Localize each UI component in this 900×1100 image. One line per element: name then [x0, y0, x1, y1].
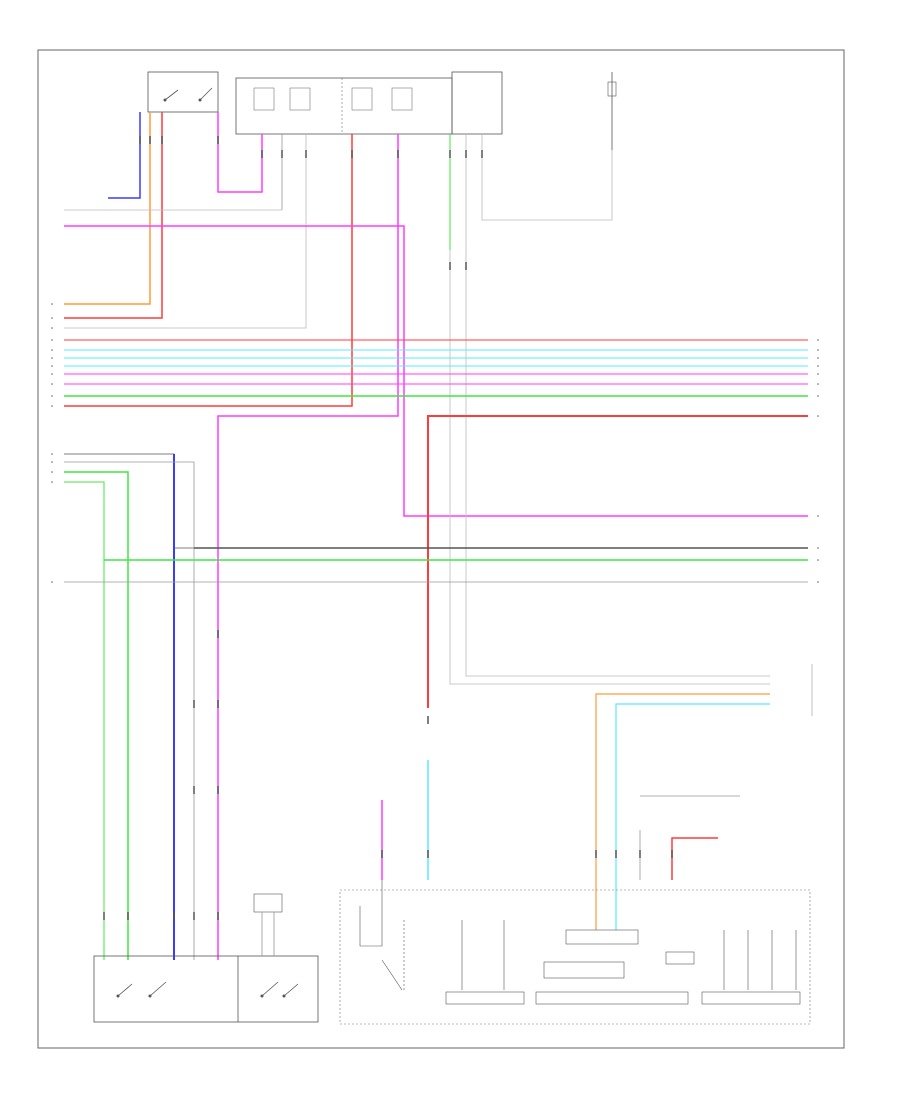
- wire-red-short: [671, 837, 718, 880]
- wire-green-lower-1: [64, 471, 129, 960]
- wire-red-fusebox: [64, 134, 353, 407]
- wire-pink-fusebox: [217, 134, 399, 960]
- connector-markers: [103, 136, 673, 920]
- bottom-small-component: [253, 893, 283, 956]
- wire-gray-module-2: [465, 134, 770, 677]
- wire-gray-module-1: [449, 250, 770, 685]
- wire-gray-module-3: [481, 134, 613, 221]
- instrument-cluster-component: [339, 880, 811, 1025]
- wire-blue-top: [108, 112, 141, 199]
- wire-gray-fusebox-2: [64, 134, 307, 329]
- wire-pink-top: [217, 112, 263, 193]
- top-left-switch-component: [147, 71, 219, 113]
- terminal-dots: [51, 303, 819, 583]
- wire-orange-top: [64, 112, 151, 305]
- bottom-left-switch-component: [93, 955, 319, 1023]
- wire-red-right: [427, 415, 808, 708]
- wire-green-lower-2: [64, 481, 105, 960]
- wire-orange-right: [595, 693, 770, 930]
- wire-cyan-right: [615, 703, 770, 930]
- top-right-fuse-component: [607, 72, 617, 150]
- wire-red-top: [64, 112, 163, 319]
- wire-pink-long: [64, 225, 808, 517]
- fuse-relay-box-component: [235, 77, 453, 135]
- top-middle-module-component: [451, 71, 503, 135]
- diagram-frame: [37, 49, 845, 1049]
- wire-gray-lower-1: [64, 453, 808, 549]
